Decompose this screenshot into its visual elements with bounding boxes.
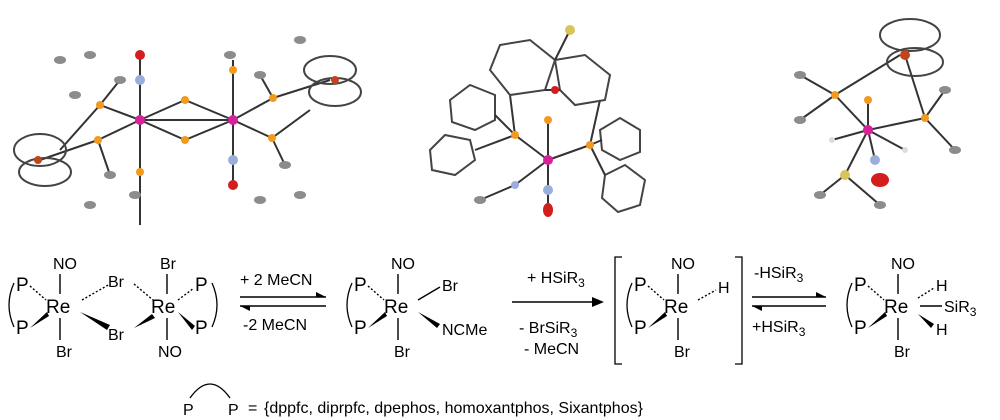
crystal-structure-silyl-hydride	[794, 18, 961, 209]
legend-ligand-list: {dppfc, diprpfc, dpephos, homoxantphos, …	[264, 400, 644, 417]
reagent-eq-remove-hsir3: -HSiR3	[754, 265, 804, 285]
hydride-intermediate: P P Re NO Br H	[614, 256, 743, 365]
phosphorus-bottom: P	[16, 318, 29, 339]
chelate-arc-right	[211, 282, 218, 328]
bracket-right	[735, 256, 743, 365]
bridging-bromide-top: Br	[108, 274, 125, 291]
bromide-bottom: Br	[394, 344, 411, 361]
bracket-left	[614, 256, 622, 365]
equilibrium-silane: -HSiR3 +HSiR3	[752, 265, 826, 339]
reagent-remove-brsir3: - BrSiR3	[519, 320, 578, 340]
hydride-top: H	[936, 278, 948, 295]
phosphorus-top: P	[16, 275, 29, 296]
silyl-hydride-complex: P P Re NO Br H SiR3 H	[846, 256, 977, 361]
phosphorus-bottom: P	[354, 318, 367, 339]
rhenium-label: Re	[151, 297, 175, 318]
crystal-structure-dimer	[13, 36, 362, 225]
acetonitrile-label: NCMe	[442, 322, 487, 339]
bromide-bottom: Br	[674, 344, 691, 361]
phosphorus-top: P	[354, 275, 367, 296]
bridging-bromide-bottom: Br	[108, 327, 125, 344]
phosphorus-bottom: P	[854, 318, 867, 339]
nitrosyl-label: NO	[158, 344, 182, 361]
nitrosyl-label: NO	[671, 256, 695, 273]
legend-phosphorus-left: P	[183, 402, 194, 419]
rhenium-label: Re	[884, 297, 908, 318]
chelate-arc-left	[8, 282, 15, 328]
rhenium-label: Re	[664, 297, 688, 318]
reagent-remove-mecn: -2 MeCN	[243, 317, 307, 334]
hydride-bottom: H	[936, 322, 948, 339]
reagent-eq-add-hsir3: +HSiR3	[752, 319, 806, 339]
silane-addition-arrow: + HSiR3 - BrSiR3 - MeCN	[512, 270, 604, 358]
reagent-add-hsir3: + HSiR3	[527, 270, 585, 290]
chelate-arc	[846, 282, 853, 328]
bromide-bottom: Br	[56, 344, 73, 361]
legend-arc	[189, 383, 231, 399]
legend-equals: =	[248, 400, 257, 417]
mecn-complex: P P Re NO Br Br NCMe	[346, 256, 487, 361]
phosphorus-bottom: P	[634, 318, 647, 339]
silyl-label: SiR3	[944, 299, 977, 319]
nitrosyl-label: NO	[53, 256, 77, 273]
equilibrium-mecn: + 2 MeCN -2 MeCN	[240, 272, 326, 334]
ligand-legend: P P = {dppfc, diprpfc, dpephos, homoxant…	[183, 383, 644, 419]
nitrosyl-label: NO	[891, 256, 915, 273]
bromide-bottom: Br	[894, 344, 911, 361]
crystal-structure-xantphos	[428, 25, 647, 217]
nitrosyl-label: NO	[391, 256, 415, 273]
rhenium-label: Re	[384, 297, 408, 318]
bromide-right: Br	[442, 278, 459, 295]
phosphorus-top: P	[854, 275, 867, 296]
bromide-top: Br	[160, 256, 177, 273]
phosphorus-top: P	[195, 275, 208, 296]
reagent-add-mecn: + 2 MeCN	[240, 272, 312, 289]
hydride-label: H	[718, 280, 730, 297]
phosphorus-bottom: P	[195, 318, 208, 339]
legend-phosphorus-right: P	[228, 402, 239, 419]
chelate-arc	[626, 282, 633, 328]
phosphorus-top: P	[634, 275, 647, 296]
chelate-arc	[346, 282, 353, 328]
reagent-remove-mecn2: - MeCN	[524, 341, 579, 358]
dimer-complex: P P Re NO Br Br Br Re Br NO P P	[8, 256, 218, 361]
rhenium-label: Re	[46, 297, 70, 318]
